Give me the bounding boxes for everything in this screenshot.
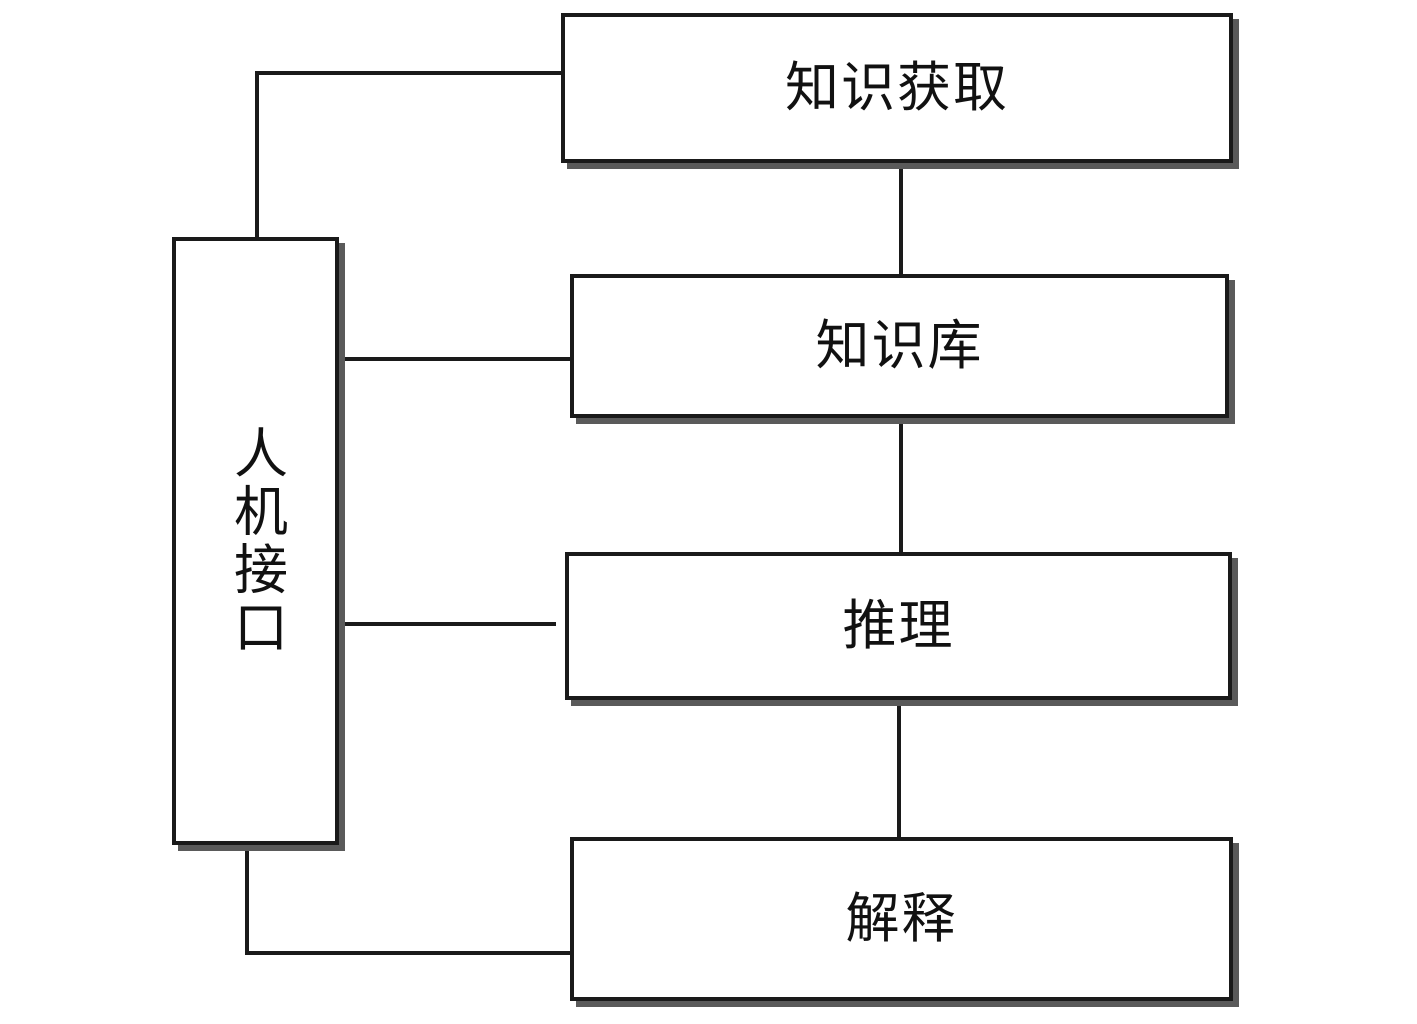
explanation-label: 解释 bbox=[845, 887, 958, 950]
connector-acquisition-to-knowledge-base bbox=[899, 160, 903, 278]
knowledge-acquisition-label: 知识获取 bbox=[785, 56, 1009, 119]
connector-knowledge-base-to-reasoning bbox=[899, 416, 903, 556]
connector-reasoning-to-explanation bbox=[897, 696, 901, 840]
human-machine-interface-box: 人机接口 bbox=[172, 237, 339, 845]
knowledge-acquisition-box: 知识获取 bbox=[561, 13, 1233, 163]
knowledge-base-label: 知识库 bbox=[815, 314, 984, 377]
human-machine-interface-label: 人机接口 bbox=[224, 425, 288, 657]
explanation-box: 解释 bbox=[570, 837, 1233, 1001]
connector-interface-to-reasoning bbox=[338, 622, 556, 626]
reasoning-label: 推理 bbox=[842, 594, 955, 657]
connector-interface-to-explanation-vertical bbox=[245, 842, 249, 954]
reasoning-box: 推理 bbox=[565, 552, 1232, 700]
connector-interface-to-explanation-horizontal bbox=[245, 951, 575, 955]
connector-interface-to-acquisition-vertical bbox=[255, 72, 259, 240]
connector-interface-to-knowledge-base bbox=[338, 357, 574, 361]
knowledge-base-box: 知识库 bbox=[570, 274, 1229, 418]
connector-interface-to-acquisition-horizontal bbox=[255, 71, 565, 75]
